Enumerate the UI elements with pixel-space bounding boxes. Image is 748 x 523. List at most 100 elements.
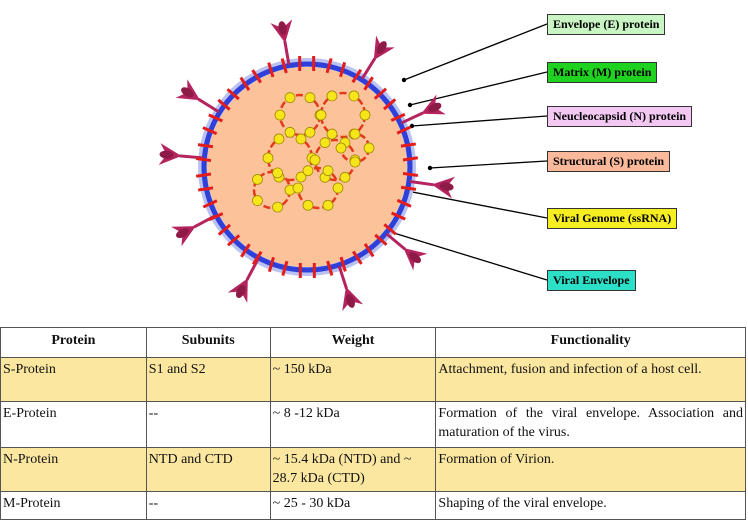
cell-subunits: -- — [145, 401, 271, 448]
genome-bead — [348, 90, 360, 102]
spike-knob — [176, 228, 189, 239]
spike-knob — [181, 87, 194, 98]
label-viral-envelope: Viral Envelope — [547, 270, 636, 291]
membrane-protein — [298, 262, 316, 279]
spike-knob — [159, 150, 174, 159]
virus-diagram — [158, 19, 548, 312]
membrane-protein — [202, 199, 224, 222]
cell-subunits: S1 and S2 — [145, 357, 271, 402]
membrane-protein — [202, 113, 224, 136]
membrane-protein — [390, 198, 412, 221]
genome-bead — [339, 171, 351, 183]
membrane-protein-mark — [374, 223, 397, 246]
membrane-protein-mark — [217, 223, 241, 247]
genome-bead — [322, 165, 334, 177]
spike-protein — [270, 19, 293, 65]
cell-protein: S-Protein — [0, 357, 147, 402]
spike-stalk — [197, 97, 220, 114]
table-row: N-Protein NTD and CTD ~ 15.4 kDa (NTD) a… — [0, 447, 746, 492]
cell-weight: ~ 8 -12 kDa — [269, 401, 437, 448]
genome-bead — [272, 167, 283, 179]
spike-protein — [360, 35, 395, 80]
genome-bead — [252, 174, 263, 185]
genome-bead — [304, 92, 316, 104]
genome-bead — [262, 152, 274, 164]
spike-stalk — [409, 179, 434, 187]
spike-proteins — [158, 19, 456, 312]
membrane-protein-mark — [400, 171, 419, 191]
cell-weight: ~ 25 - 30 kDa — [269, 491, 437, 520]
genome-bead — [304, 126, 316, 138]
membrane-protein — [326, 256, 347, 276]
membrane-protein — [298, 55, 316, 72]
genome-bead — [326, 90, 338, 102]
label-envelope-protein: Envelope (E) protein — [547, 14, 666, 35]
genome-bead — [295, 171, 307, 183]
membrane-protein — [400, 142, 419, 162]
leader-line-tip — [409, 123, 415, 129]
genome-bead — [272, 201, 283, 213]
genome-bead — [363, 142, 375, 154]
label-nucleocapsid-protein: Neucleocapsid (N) protein — [547, 106, 693, 127]
membrane-protein-mark — [325, 58, 347, 78]
membrane-protein-mark — [373, 87, 397, 111]
membrane-protein — [239, 69, 262, 92]
cell-function: Formation of the viral envelope. Associa… — [435, 401, 746, 448]
genome-bead — [274, 109, 286, 121]
spike-protein — [409, 176, 456, 199]
membrane-protein — [325, 58, 347, 78]
spike-knob — [278, 21, 287, 36]
genome-bead — [273, 133, 285, 145]
membrane-protein — [374, 223, 397, 246]
leader-line — [411, 115, 548, 127]
membrane-protein-mark — [326, 256, 347, 276]
leader-line-tip — [407, 102, 413, 108]
label-structural-protein: Structural (S) protein — [547, 151, 671, 172]
label-matrix-protein: Matrix (M) protein — [547, 62, 658, 83]
spike-knob — [409, 252, 421, 264]
header-weight: Weight — [269, 327, 437, 358]
spike-protein — [175, 79, 220, 114]
membrane-protein-mark — [400, 142, 419, 162]
genome-bead — [332, 182, 344, 194]
genome-bead — [292, 182, 304, 194]
membrane-protein-mark — [267, 58, 288, 78]
spike-knob — [346, 294, 355, 308]
table-row: S-Protein S1 and S2 ~ 150 kDa Attachment… — [0, 357, 746, 402]
membrane-protein-mark — [239, 69, 262, 92]
genome-bead — [349, 156, 361, 168]
spike-protein — [385, 232, 428, 271]
membrane-protein-mark — [267, 256, 289, 276]
membrane-protein-mark — [202, 199, 224, 222]
membrane-protein-mark — [352, 242, 375, 265]
cell-weight: ~ 15.4 kDa (NTD) and ~ 28.7 kDa (CTD) — [269, 447, 437, 492]
genome-bead — [252, 195, 263, 206]
spike-protein — [337, 265, 364, 312]
leader-line-tip — [401, 77, 407, 83]
genome-bead — [284, 92, 296, 104]
membrane-protein — [267, 256, 289, 276]
cell-function: Formation of Virion. — [435, 447, 746, 492]
spike-stalk — [400, 111, 424, 125]
leader-line-tip — [427, 165, 433, 171]
cell-function: Shaping of the viral envelope. — [435, 491, 746, 520]
membrane-protein — [195, 143, 214, 163]
membrane-protein — [217, 88, 240, 111]
cell-protein: N-Protein — [0, 447, 147, 492]
genome-bead — [295, 133, 307, 145]
spike-knob — [376, 41, 387, 54]
genome-bead — [359, 109, 371, 121]
genome-bead — [322, 199, 334, 211]
membrane-protein — [390, 112, 412, 135]
header-protein: Protein — [0, 327, 147, 358]
genome-bead — [349, 128, 361, 140]
leader-line — [409, 71, 548, 106]
genome-bead — [326, 128, 338, 140]
spike-stalk — [385, 232, 407, 251]
spike-knob — [439, 182, 454, 191]
viral-genome — [252, 90, 375, 213]
spike-knob — [235, 285, 246, 298]
membrane-protein-mark — [202, 113, 224, 136]
membrane-protein-mark — [298, 262, 316, 279]
spike-knob — [428, 102, 442, 113]
